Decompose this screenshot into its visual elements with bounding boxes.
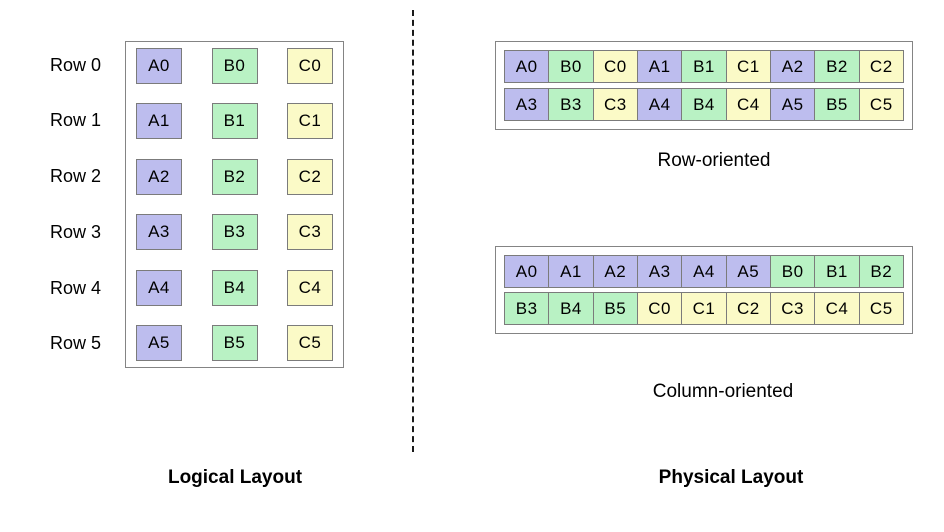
row-label: Row 3 (50, 221, 102, 242)
row-labels: Row 0 Row 1 Row 2 Row 3 Row 4 Row 5 (50, 41, 114, 368)
cell-a5: A5 (769, 88, 816, 121)
cell-b2: B2 (211, 158, 258, 195)
cell-a3: A3 (136, 214, 182, 251)
cell-c0: C0 (287, 48, 333, 84)
cell-c3: C3 (769, 292, 816, 325)
cell-c1: C1 (287, 103, 333, 140)
cell-a2: A2 (769, 50, 816, 83)
logical-layout-title: Logical Layout (167, 467, 303, 488)
logical-row: A1 B1 C1 (136, 103, 333, 140)
cell-b0: B0 (548, 50, 594, 83)
row-label: Row 4 (50, 277, 102, 298)
cell-b3: B3 (211, 214, 258, 251)
cell-c5: C5 (858, 292, 904, 325)
cell-a2: A2 (136, 158, 182, 195)
cell-a5: A5 (136, 324, 182, 361)
logical-row: A0 B0 C0 (136, 48, 333, 84)
cell-b4: B4 (681, 88, 727, 121)
logical-row: A2 B2 C2 (136, 158, 333, 195)
cell-a3: A3 (636, 255, 683, 288)
cell-b2: B2 (858, 255, 904, 288)
column-oriented-caption: Column-oriented (652, 381, 794, 402)
cell-c2: C2 (725, 292, 771, 325)
logical-row: A4 B4 C4 (136, 269, 333, 306)
cell-a2: A2 (592, 255, 638, 288)
cell-b0: B0 (211, 48, 258, 84)
cell-c2: C2 (858, 50, 904, 83)
cell-c4: C4 (287, 269, 333, 306)
cell-a4: A4 (636, 88, 683, 121)
cell-c3: C3 (287, 214, 333, 251)
logical-row: A5 B5 C5 (136, 324, 333, 361)
physical-layout-title: Physical Layout (658, 467, 804, 488)
cell-b5: B5 (211, 324, 258, 361)
cell-b4: B4 (211, 269, 258, 306)
row-label: Row 1 (50, 110, 102, 131)
cell-a4: A4 (681, 255, 727, 288)
cell-c4: C4 (725, 88, 771, 121)
cell-b3: B3 (504, 292, 550, 325)
logical-row: A3 B3 C3 (136, 214, 333, 251)
cell-c0: C0 (636, 292, 683, 325)
cell-b2: B2 (814, 50, 860, 83)
cell-c2: C2 (287, 158, 333, 195)
cell-a5: A5 (725, 255, 771, 288)
cell-c1: C1 (725, 50, 771, 83)
cell-b3: B3 (548, 88, 594, 121)
cell-c3: C3 (592, 88, 638, 121)
cell-b0: B0 (769, 255, 816, 288)
cell-a3: A3 (504, 88, 550, 121)
cell-a0: A0 (504, 50, 550, 83)
cell-b5: B5 (814, 88, 860, 121)
cell-c4: C4 (814, 292, 860, 325)
cell-c5: C5 (858, 88, 904, 121)
cell-c1: C1 (681, 292, 727, 325)
row-label: Row 0 (50, 54, 102, 75)
cell-b1: B1 (681, 50, 727, 83)
cell-a0: A0 (504, 255, 550, 288)
cell-a4: A4 (136, 269, 182, 306)
row-label: Row 5 (50, 333, 102, 354)
cell-b1: B1 (814, 255, 860, 288)
cell-c5: C5 (287, 324, 333, 361)
cell-b5: B5 (592, 292, 638, 325)
row-oriented-caption: Row-oriented (657, 150, 771, 171)
cell-b1: B1 (211, 103, 258, 140)
cell-c0: C0 (592, 50, 638, 83)
cell-a1: A1 (136, 103, 182, 140)
row-label: Row 2 (50, 166, 102, 187)
cell-b4: B4 (548, 292, 594, 325)
divider-dashed-line (412, 10, 414, 452)
cell-a1: A1 (548, 255, 594, 288)
cell-a1: A1 (636, 50, 683, 83)
cell-a0: A0 (136, 48, 182, 84)
